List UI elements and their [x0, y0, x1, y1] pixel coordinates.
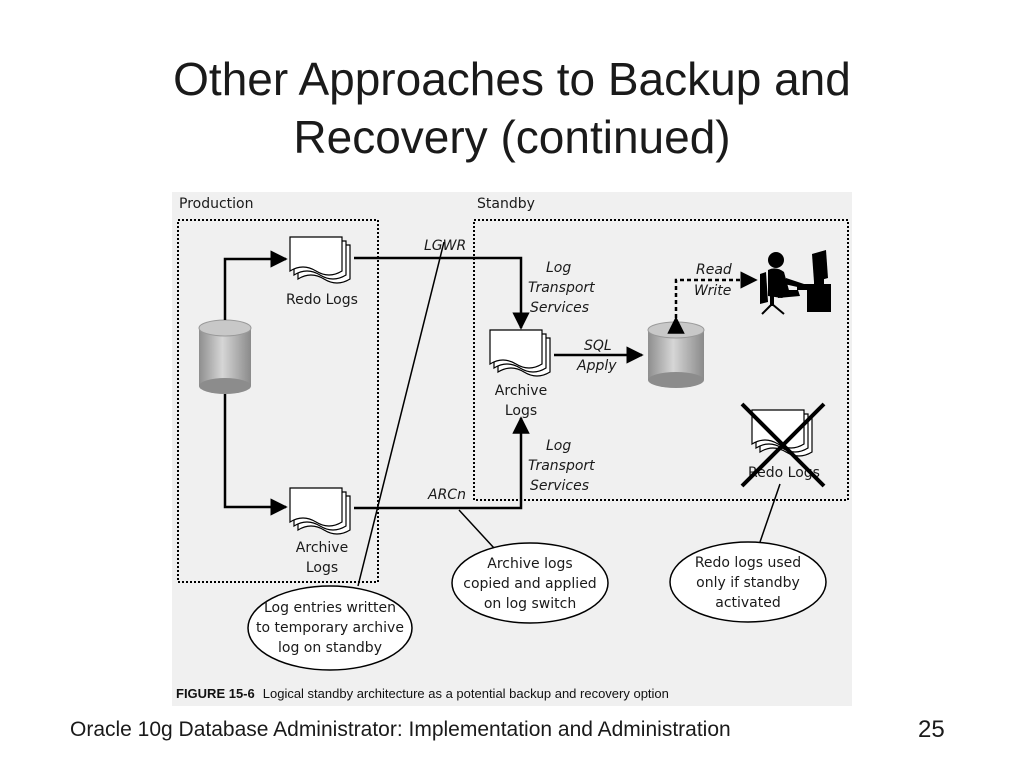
callout-log-entries-line3: log on standby — [278, 640, 382, 656]
lgwr-label: LGWR — [424, 238, 466, 254]
callout-archive-pointer — [458, 509, 495, 549]
callout-redo-ellipse — [669, 541, 827, 623]
standby-database-icon — [647, 321, 705, 388]
figure-caption: FIGURE 15-6 Logical standby architecture … — [176, 686, 669, 701]
callout-redo-pointer — [759, 483, 781, 543]
slide-footer: Oracle 10g Database Administrator: Imple… — [70, 718, 731, 741]
architecture-diagram: Production Standby Redo Logs — [177, 196, 849, 671]
cross-out-icon — [740, 402, 826, 488]
log-transport-bottom-line1: Log — [546, 438, 571, 454]
callout-archive-ellipse — [451, 542, 609, 624]
db-to-archive-arrow — [223, 394, 288, 516]
callout-log-entries-pointer — [357, 241, 445, 587]
read-write-arrow — [667, 271, 758, 334]
read-label: Read — [696, 262, 732, 278]
archive-logs-production-label-line1: Archive — [296, 540, 348, 556]
callout-redo-line3: activated — [715, 595, 781, 611]
slide-page-number: 25 — [918, 716, 945, 743]
archive-logs-production-document-icon — [289, 487, 351, 535]
standby-redo-logs-document-icon — [751, 409, 813, 457]
user-at-desk-icon — [760, 250, 831, 315]
archive-logs-standby-document-icon — [489, 329, 551, 377]
log-transport-top-line2: Transport — [528, 280, 595, 296]
lgwr-transport-arrow — [354, 256, 530, 330]
sql-apply-line1: SQL — [584, 338, 612, 354]
callout-archive-line2: copied and applied — [463, 576, 596, 592]
production-boundary — [177, 219, 379, 583]
callout-archive-line3: on log switch — [484, 596, 576, 612]
slide-title-line2: Recovery (continued) — [293, 111, 731, 163]
callout-archive-line1: Archive logs — [487, 556, 572, 572]
arcn-transport-arrow — [354, 416, 530, 510]
figure-caption-text: Logical standby architecture as a potent… — [262, 686, 669, 701]
archive-logs-production-label-line2: Logs — [306, 560, 338, 576]
archive-logs-standby-label-line2: Logs — [505, 403, 537, 419]
production-database-icon — [198, 319, 252, 394]
callout-log-entries-ellipse — [247, 585, 413, 671]
sql-apply-line2: Apply — [576, 358, 617, 374]
db-to-redo-arrow — [223, 250, 288, 320]
redo-logs-document-icon — [289, 236, 351, 284]
architecture-figure: Production Standby Redo Logs — [172, 192, 852, 706]
arcn-label: ARCn — [427, 487, 466, 503]
figure-caption-number: FIGURE 15-6 — [176, 686, 255, 701]
log-transport-bottom-line3: Services — [530, 478, 589, 494]
redo-logs-label: Redo Logs — [286, 292, 358, 308]
standby-boundary — [473, 219, 849, 501]
slide-title-line1: Other Approaches to Backup and — [173, 53, 851, 105]
log-transport-top-line3: Services — [530, 300, 589, 316]
log-transport-bottom-line2: Transport — [528, 458, 595, 474]
log-transport-top-line1: Log — [546, 260, 571, 276]
callout-log-entries-line2: to temporary archive — [256, 620, 404, 636]
standby-redo-logs-label: Redo Logs — [748, 465, 820, 481]
callout-redo-line1: Redo logs used — [695, 555, 801, 571]
callout-redo-line2: only if standby — [696, 575, 800, 591]
slide-title: Other Approaches to Backup and Recovery … — [0, 50, 1024, 166]
callout-log-entries-line1: Log entries written — [264, 600, 396, 616]
section-production-label: Production — [179, 196, 253, 212]
archive-logs-standby-label-line1: Archive — [495, 383, 547, 399]
section-standby-label: Standby — [477, 196, 535, 212]
write-label: Write — [694, 283, 731, 299]
